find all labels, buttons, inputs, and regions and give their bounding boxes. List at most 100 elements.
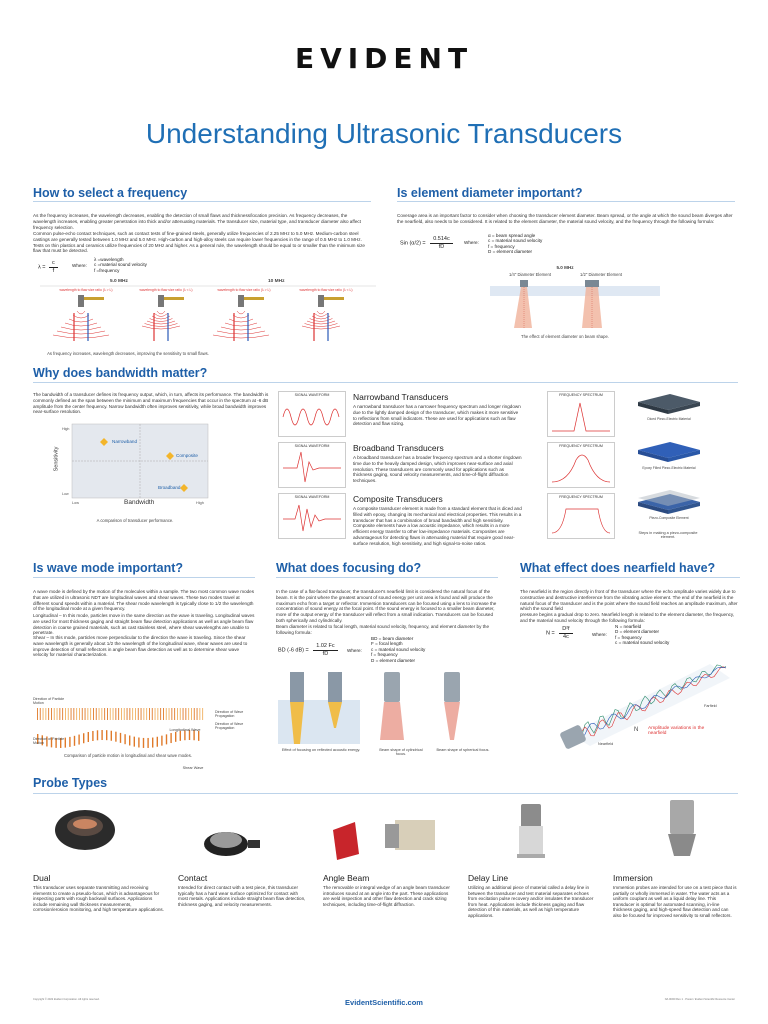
- chart-xlabel: Bandwidth: [124, 499, 155, 506]
- composite-signal-waveform: SIGNAL WAVEFORM: [278, 493, 346, 539]
- longitudinal-bar: [196, 708, 198, 720]
- probe-desc-immersion: Immersion probes are intended for use on…: [613, 885, 737, 918]
- wave-arc: [144, 323, 178, 327]
- shear-bar: [184, 730, 186, 741]
- section-heading-focusing: What does focusing do?: [276, 561, 422, 575]
- wave-arc: [216, 330, 266, 335]
- longitudinal-bar: [132, 708, 134, 720]
- shear-bar: [50, 737, 53, 748]
- shear-bar: [138, 737, 140, 748]
- point-composite: [166, 452, 174, 460]
- broad-frequency-spectrum: FREQUENCY SPECTRUM: [547, 442, 615, 488]
- brand-logo: EVIDENT: [294, 42, 474, 75]
- waveform-title: SIGNAL WAVEFORM: [294, 444, 330, 448]
- longitudinal-bar: [135, 708, 136, 720]
- narrowband-title: Narrowband Transducers: [353, 392, 449, 402]
- chart-ylabel: Sensitivity: [53, 446, 60, 472]
- chart-y-low: Low: [62, 492, 69, 496]
- longitudinal-bar: [129, 708, 131, 720]
- longitudinal-bar: [93, 708, 94, 720]
- formula-lhs: λ =: [38, 264, 46, 271]
- probe-name-angle-beam: Angle Beam: [323, 873, 370, 883]
- wave-arc: [64, 322, 98, 327]
- formula-numerator: 1.02 Fc: [313, 643, 338, 651]
- longitudinal-bar: [174, 708, 176, 720]
- transducer-cable: [324, 297, 344, 300]
- longitudinal-bar: [98, 708, 100, 720]
- narrow-signal-waveform: SIGNAL WAVEFORM: [278, 391, 346, 437]
- shear-bar: [188, 730, 191, 741]
- shear-bar: [142, 737, 145, 748]
- diameter-formula: Sin (α/2) = 0.514c fD: [400, 236, 453, 250]
- composite-desc: A composite transducer element is made f…: [353, 506, 522, 546]
- def-velocity: c = material sound velocity: [371, 646, 426, 652]
- formula-definitions: N = nearfield D = element diameter f = f…: [615, 624, 669, 646]
- longitudinal-bar: [149, 708, 150, 720]
- label-particle-motion-1: Direction of Particle Motion: [33, 697, 65, 705]
- label-amplitude-variations: Amplitude variations in the nearfield: [648, 726, 705, 736]
- shear-bar: [110, 730, 112, 741]
- nearfield-paragraph-2: pressure begins a gradual drop to zero. …: [520, 612, 735, 623]
- wave-arc: [212, 334, 270, 339]
- focusing-caption-1: Effect of focusing on reflected acoustic…: [281, 748, 361, 752]
- longitudinal-bar: [79, 708, 80, 720]
- shear-bar: [179, 730, 181, 741]
- longitudinal-bar: [109, 708, 111, 720]
- frequency-illustration: [40, 285, 376, 341]
- longitudinal-bar: [70, 708, 72, 720]
- longitudinal-bar: [59, 708, 61, 720]
- label-nearfield: Nearfield: [598, 742, 614, 746]
- transducer-body: [158, 295, 164, 307]
- longitudinal-bar: [163, 708, 164, 720]
- longitudinal-bar: [179, 708, 181, 720]
- shear-bar: [124, 734, 126, 745]
- longitudinal-bar: [56, 708, 58, 720]
- shear-bar: [156, 736, 158, 747]
- panel-label-3: wavelength to flaw size ratio (λ > L): [217, 288, 271, 292]
- shear-bar: [101, 730, 103, 741]
- longitudinal-bar: [115, 708, 117, 720]
- formula-numerator: c: [49, 260, 58, 268]
- wavemode-paragraph-1: A wave mode is defined by the motion of …: [33, 589, 255, 612]
- longitudinal-bar: [42, 708, 44, 720]
- diameter-caption: The effect of element diameter on beam s…: [521, 334, 609, 339]
- shear-bar: [193, 730, 195, 741]
- shear-bar: [92, 730, 94, 741]
- wave-arc: [236, 310, 246, 315]
- longitudinal-bar: [188, 708, 190, 720]
- spectrum-plot: [552, 402, 610, 432]
- probe-desc-dual: This transducer uses separate transmitti…: [33, 885, 164, 913]
- shear-bar: [133, 736, 135, 747]
- shear-bar: [96, 730, 99, 741]
- contact-probe-image: [204, 832, 260, 856]
- label-narrowband: Narrowband: [112, 439, 138, 444]
- def-velocity: c =material sound velocity: [94, 262, 147, 268]
- section-rule: [276, 577, 498, 578]
- wavemode-paragraph-2: Longitudinal – In this mode, particles m…: [33, 613, 255, 636]
- section-rule: [33, 577, 255, 578]
- material-caption: Steps in making a piezo-composite elemen…: [638, 531, 698, 539]
- longitudinal-bar: [182, 708, 184, 720]
- performance-chart: Narrowband Composite Broadband Sensitivi…: [53, 422, 210, 512]
- def-beam-diameter: BD = beam diameter: [371, 636, 414, 641]
- formula-where: Where:: [464, 240, 479, 245]
- longitudinal-bar: [157, 708, 159, 720]
- shear-bar: [115, 731, 117, 742]
- transducer-body: [238, 295, 244, 307]
- material-label-2: Epoxy Filled Piezo-Electric Material: [642, 466, 696, 470]
- freq-label-5mhz: 5.0 MHz: [110, 279, 128, 284]
- section-heading-bandwidth: Why does bandwidth matter?: [33, 366, 208, 380]
- def-velocity: c = material sound velocity: [488, 238, 543, 244]
- probe-name-contact: Contact: [178, 873, 208, 883]
- epoxy-material-image: [638, 442, 700, 462]
- section-heading-probes: Probe Types: [33, 776, 108, 790]
- chart-x-low: Low: [72, 501, 79, 505]
- shear-bar: [165, 734, 168, 745]
- frequency-caption: As frequency increases, wavelength decre…: [47, 351, 209, 356]
- formula-denominator: fD: [322, 650, 329, 657]
- longitudinal-bar: [185, 708, 187, 720]
- def-frequency: f = frequency: [488, 243, 515, 249]
- formula-where: Where:: [72, 263, 87, 268]
- footer-url-link[interactable]: EvidentScientific.com: [345, 998, 423, 1007]
- spectrum-title: FREQUENCY SPECTRUM: [559, 393, 603, 397]
